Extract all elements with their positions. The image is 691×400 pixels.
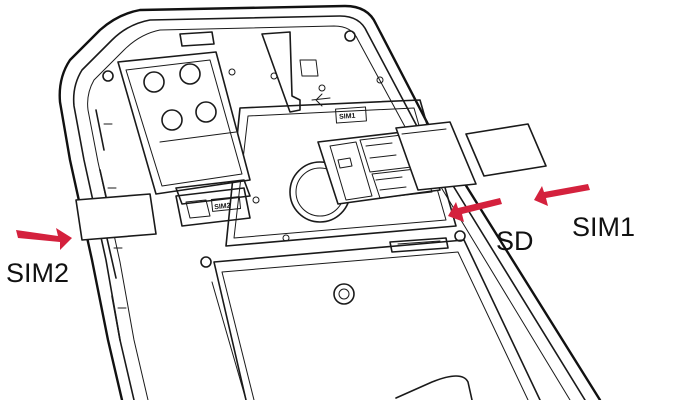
sd-label: SD xyxy=(496,226,534,256)
sim2-card xyxy=(76,194,156,240)
sim1-card xyxy=(466,124,546,176)
insert-arrow-icon xyxy=(534,184,590,206)
sim1-slot: SIM1 xyxy=(312,94,366,123)
insert-arrow-icon xyxy=(16,228,72,250)
sim1-slot-mark: SIM1 xyxy=(339,113,356,121)
sim1-label: SIM1 xyxy=(572,212,635,242)
sim2-label: SIM2 xyxy=(6,258,69,288)
